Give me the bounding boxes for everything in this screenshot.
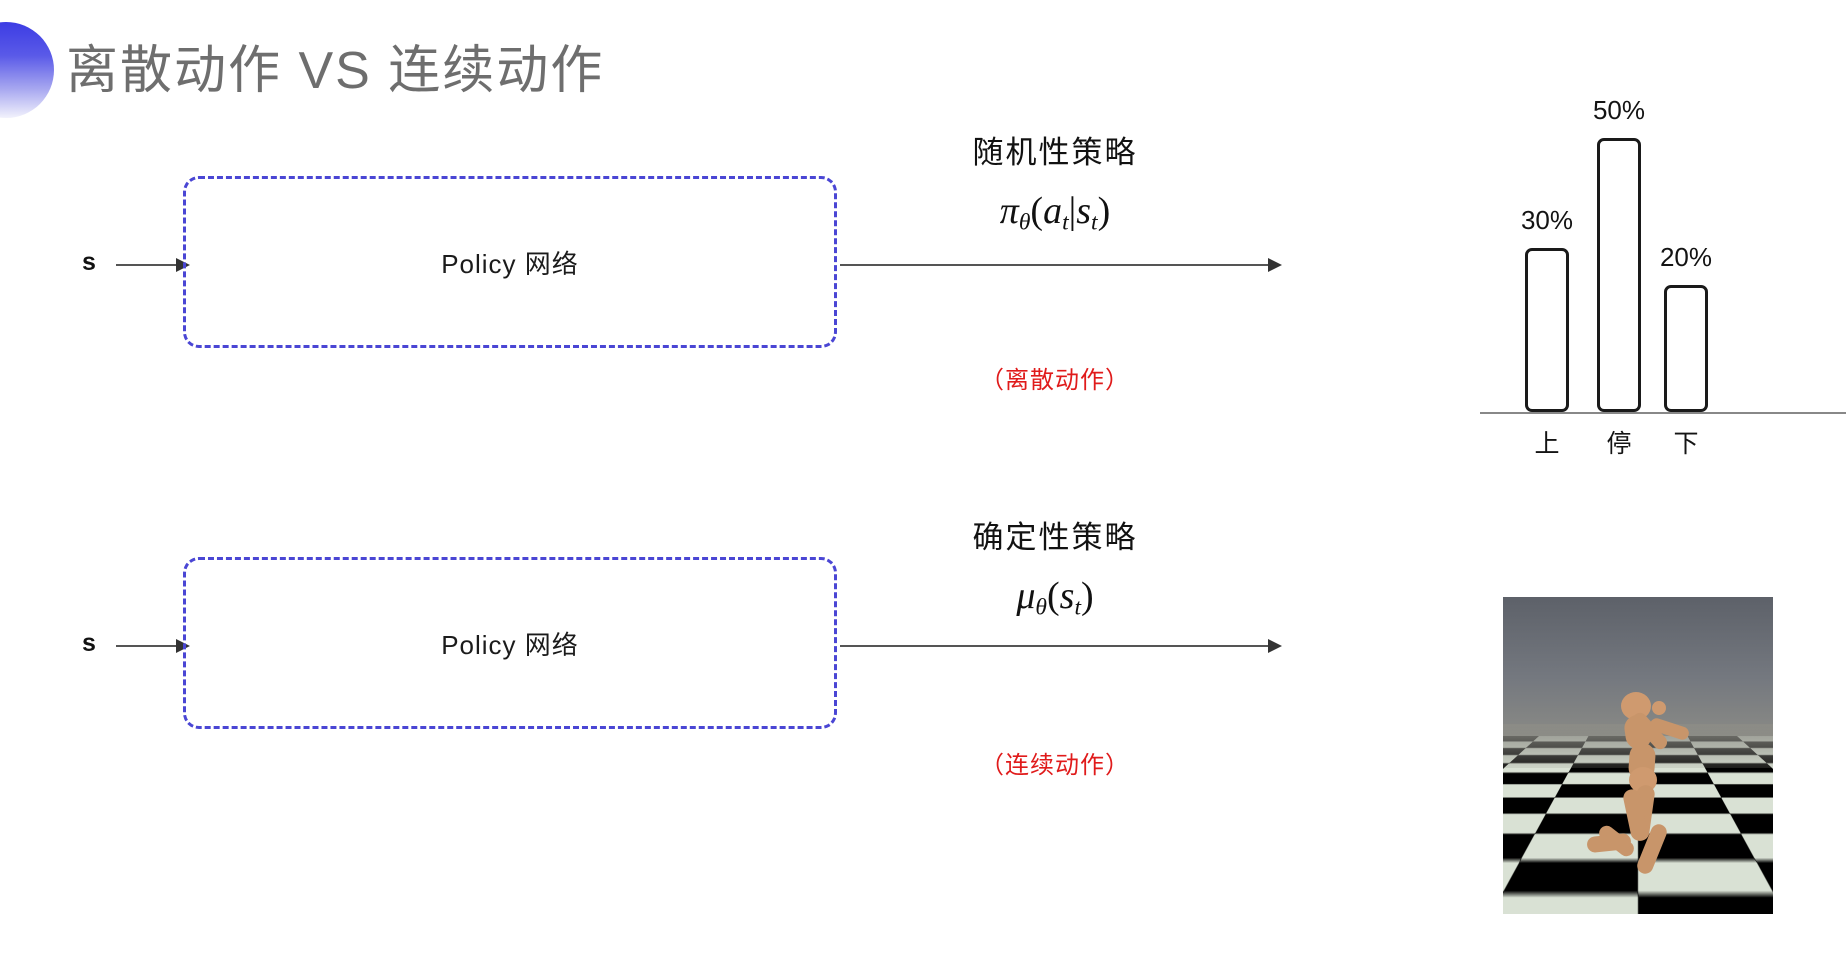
formula-arg2-sub: t — [1091, 209, 1098, 236]
arrow-state-to-policy-continuous — [116, 639, 190, 653]
policy-annotation-continuous: 确定性策略 μθ(st) — [890, 518, 1220, 622]
arrow-policy-to-output-continuous — [840, 639, 1282, 653]
state-label-discrete: s — [82, 248, 96, 276]
action-type-discrete: （离散动作） — [980, 367, 1130, 394]
chart-baseline-axis — [1480, 412, 1846, 414]
formula-arg2: s — [1076, 190, 1092, 233]
formula-head: π — [999, 190, 1019, 233]
formula-arg1-sub-2: t — [1074, 594, 1081, 621]
bar-category-2: 下 — [1673, 430, 1699, 458]
formula-head-sub-2: θ — [1035, 594, 1047, 621]
policy-name-discrete: 随机性策略 — [972, 135, 1138, 170]
bar-value-0: 30% — [1520, 205, 1574, 235]
half-circle-gradient-bullet-icon — [0, 22, 54, 118]
formula-open-paren-2: ( — [1047, 575, 1060, 618]
formula-head-2: μ — [1016, 575, 1036, 618]
policy-annotation-discrete: 随机性策略 πθ(at|st) — [890, 133, 1220, 237]
policy-network-label-discrete: Policy 网络 — [441, 248, 579, 279]
arrow-policy-to-output-discrete — [840, 258, 1282, 272]
formula-open-paren: ( — [1030, 190, 1044, 233]
action-probability-bar-chart: 30% 上 50% 停 20% 下 — [1480, 90, 1846, 458]
policy-formula-discrete: πθ(at|st) — [890, 189, 1220, 237]
state-label-continuous: s — [82, 629, 96, 657]
policy-name-continuous: 确定性策略 — [972, 520, 1138, 555]
policy-network-label-continuous: Policy 网络 — [441, 629, 579, 660]
action-type-continuous: （连续动作） — [980, 752, 1130, 779]
humanoid-simulation-image — [1503, 597, 1773, 914]
formula-arg1-2: s — [1059, 575, 1075, 618]
bar-value-2: 20% — [1659, 242, 1713, 272]
bar-category-0: 上 — [1534, 430, 1560, 458]
bar-category-1: 停 — [1606, 430, 1632, 458]
formula-close-paren: ) — [1097, 190, 1111, 233]
formula-conditional-bar: | — [1068, 190, 1077, 233]
policy-network-box-continuous[interactable]: Policy 网络 — [183, 557, 837, 729]
humanoid-hand — [1652, 701, 1666, 715]
policy-formula-continuous: μθ(st) — [890, 574, 1220, 622]
formula-arg1: a — [1043, 190, 1063, 233]
bar-value-1: 50% — [1592, 95, 1646, 125]
arrow-state-to-policy-discrete — [116, 258, 190, 272]
bar-2 — [1664, 285, 1708, 412]
policy-network-box-discrete[interactable]: Policy 网络 — [183, 176, 837, 348]
formula-close-paren-2: ) — [1081, 575, 1094, 618]
bottom-edge-strip — [0, 962, 1846, 966]
formula-head-sub: θ — [1018, 209, 1031, 236]
page-title: 离散动作 VS 连续动作 — [66, 42, 605, 100]
bar-1 — [1597, 138, 1641, 412]
bar-0 — [1525, 248, 1569, 412]
formula-arg1-sub: t — [1062, 209, 1069, 236]
